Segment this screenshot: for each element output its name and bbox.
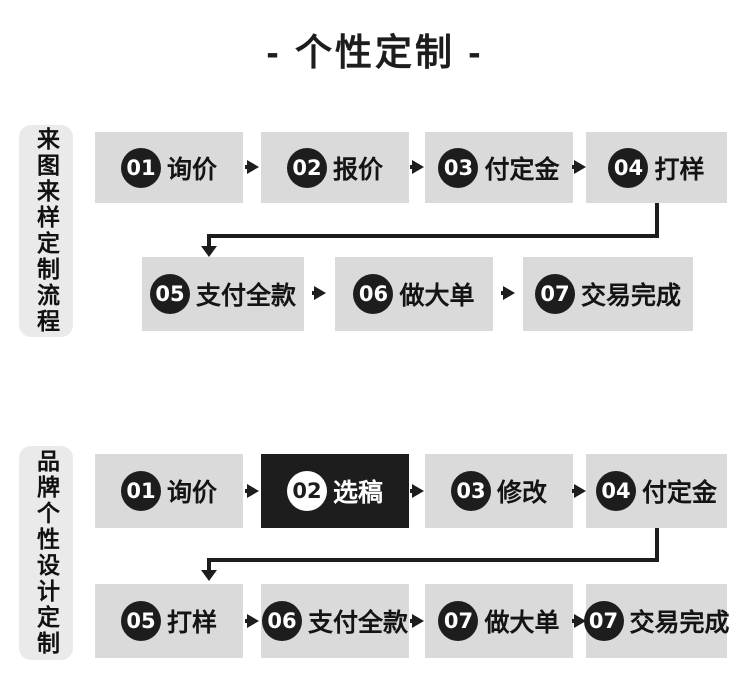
- arrow-right-icon: [245, 160, 259, 174]
- step-box-s1-07: 07 交易完成: [523, 257, 693, 331]
- step-label: 询价: [166, 479, 217, 507]
- connector-line-vertical: [655, 528, 659, 562]
- arrow-right-icon: [245, 614, 259, 628]
- step-box-s1-02: 02 报价: [261, 132, 409, 203]
- step-number-badge: 03: [450, 471, 491, 511]
- step-number-badge: 05: [149, 274, 190, 314]
- section1-side-label-bar: 来图来样定制流程: [19, 125, 73, 337]
- step-number-badge: 07: [438, 601, 479, 641]
- step-label: 做大单: [399, 282, 475, 310]
- step-box-s2-05: 05 打样: [95, 584, 243, 658]
- step-label: 做大单: [484, 609, 560, 637]
- connector-line-vertical: [655, 203, 659, 238]
- step-label: 交易完成: [629, 609, 730, 637]
- connector-line-horizontal: [207, 558, 659, 562]
- step-label: 询价: [166, 155, 217, 184]
- step-box-s1-03: 03 付定金: [425, 132, 573, 203]
- step-label: 付定金: [641, 479, 717, 507]
- step-label: 付定金: [484, 155, 560, 184]
- arrow-right-icon: [572, 160, 586, 174]
- step-label: 支付全款: [195, 282, 296, 310]
- arrow-right-icon: [410, 484, 424, 498]
- step-number-badge: 07: [534, 274, 575, 314]
- arrow-right-icon: [312, 286, 326, 300]
- step-box-s2-08: 07 交易完成: [583, 584, 730, 658]
- step-box-s1-01: 01 询价: [95, 132, 243, 203]
- connector-line-horizontal: [207, 234, 659, 238]
- step-number-badge: 01: [120, 147, 161, 188]
- section1-side-label: 来图来样定制流程: [33, 127, 60, 335]
- step-number-badge: 05: [120, 601, 161, 641]
- step-box-s2-01: 01 询价: [95, 454, 243, 528]
- step-number-badge: 01: [120, 471, 161, 511]
- step-label: 打样: [654, 155, 705, 184]
- step-number-badge: 04: [608, 147, 649, 188]
- step-label: 交易完成: [580, 282, 681, 310]
- step-label: 选稿: [332, 479, 383, 507]
- step-number-badge: 04: [595, 471, 636, 511]
- step-label: 支付全款: [307, 609, 408, 637]
- step-box-s2-06: 06 支付全款: [261, 584, 409, 658]
- step-box-s1-04: 04 打样: [586, 132, 727, 203]
- arrow-right-icon: [410, 160, 424, 174]
- step-number-badge: 02: [286, 471, 327, 511]
- arrow-down-icon: [201, 246, 217, 257]
- step-box-s1-06: 06 做大单: [335, 257, 493, 331]
- page-title: - 个性定制 -: [266, 32, 484, 73]
- step-label: 打样: [166, 609, 217, 637]
- connector-line-vertical: [207, 238, 211, 248]
- step-number-badge: 06: [353, 274, 394, 314]
- step-label: 修改: [496, 479, 547, 507]
- arrow-right-icon: [245, 484, 259, 498]
- step-box-s2-03: 03 修改: [425, 454, 573, 528]
- section2-side-label: 品牌个性设计定制: [33, 449, 60, 657]
- step-number-badge: 02: [286, 147, 327, 188]
- step-box-s2-04: 04 付定金: [586, 454, 727, 528]
- arrow-right-icon: [572, 484, 586, 498]
- step-number-badge: 07: [583, 601, 624, 641]
- section2-side-label-bar: 品牌个性设计定制: [19, 446, 73, 660]
- arrow-right-icon: [572, 614, 586, 628]
- step-box-s2-07: 07 做大单: [425, 584, 573, 658]
- arrow-right-icon: [410, 614, 424, 628]
- connector-line-vertical: [207, 562, 211, 572]
- step-label: 报价: [332, 155, 383, 184]
- arrow-down-icon: [201, 570, 217, 581]
- arrow-right-icon: [501, 286, 515, 300]
- step-box-s1-05: 05 支付全款: [142, 257, 304, 331]
- step-number-badge: 06: [261, 601, 302, 641]
- step-number-badge: 03: [438, 147, 479, 188]
- step-box-s2-02-highlighted: 02 选稿: [261, 454, 409, 528]
